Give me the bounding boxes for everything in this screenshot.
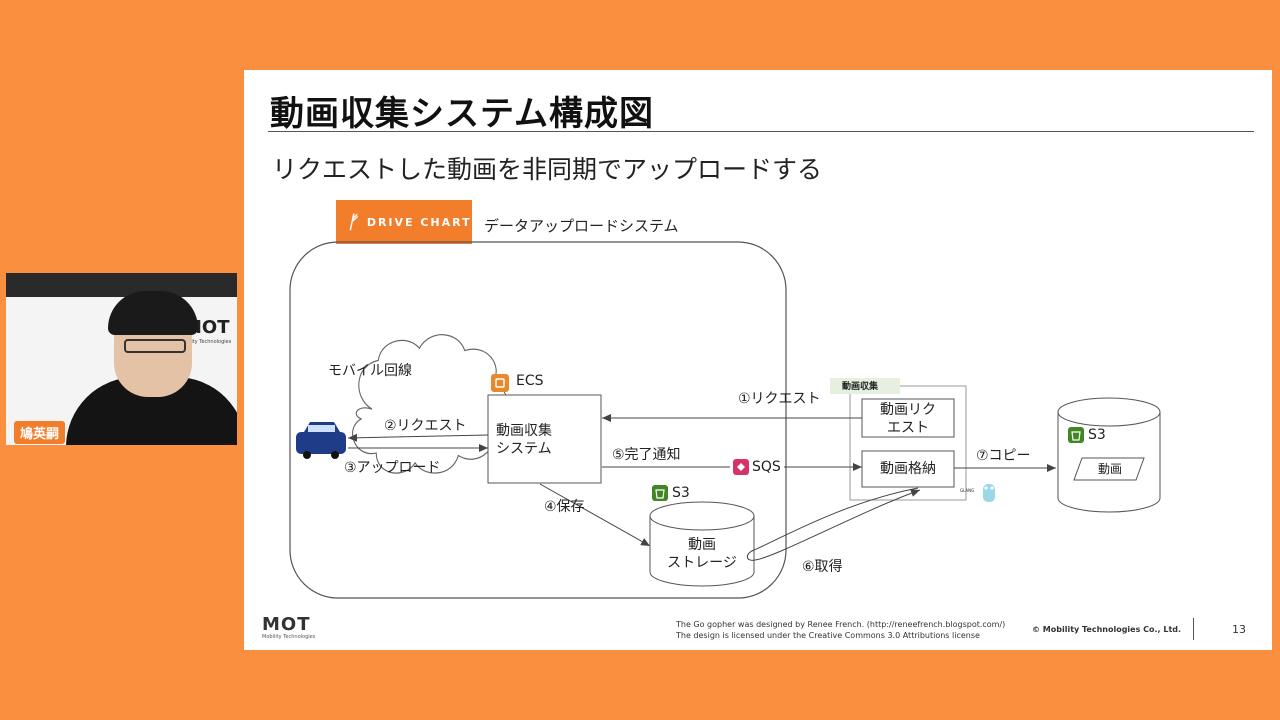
ecs-label: ECS [516, 373, 544, 389]
mobile-network-cloud-icon [352, 334, 508, 474]
footer-mot-logo: MOT [262, 614, 311, 635]
gopher-icon [983, 484, 995, 502]
presenter-glasses [124, 339, 186, 353]
system-caption: データアップロードシステム [484, 217, 679, 235]
request2-label: ②リクエスト [384, 418, 467, 434]
system-boundary [289, 241, 787, 599]
video-store-box [861, 450, 955, 488]
presenter-name-badge: 鳩英嗣 [14, 421, 66, 444]
save4-label: ④保存 [544, 499, 585, 515]
upload3-label: ③アップロード [344, 460, 441, 476]
sqs-icon [733, 459, 749, 475]
webcam-feed: MOT Mobility Technologies 鳩英嗣 [6, 273, 237, 445]
collector-label: 動画収集 システム [496, 422, 556, 458]
mobile-line-label: モバイル回線 [328, 363, 412, 379]
video-collect-group [849, 385, 967, 501]
group-tag-label: 動画収集 [842, 382, 879, 392]
slide-subtitle: リクエストした動画を非同期でアップロードする [272, 155, 823, 184]
sqs-label: SQS [752, 459, 781, 475]
request-box-line2: エスト [887, 420, 929, 436]
gopher-credit: The Go gopher was designed by Renee Fren… [676, 619, 1005, 641]
car-icon [296, 422, 346, 459]
slide: 動画収集システム構成図 リクエストした動画を非同期でアップロードする ᚠ DRI… [244, 70, 1272, 650]
collector-line1: 動画収集 [496, 423, 552, 439]
storage-label: 動画 ストレージ [650, 536, 754, 572]
copyright: © Mobility Technologies Co., Ltd. [1032, 625, 1182, 634]
copy7-label: ⑦コピー [976, 448, 1031, 464]
video-storage-cylinder [649, 501, 755, 587]
s3-right-label: S3 [1088, 427, 1106, 443]
request-box-line1: 動画リク [880, 402, 936, 418]
s3-bucket-cylinder [1057, 397, 1161, 513]
storage-line2: ストレージ [667, 555, 737, 571]
video-request-box [861, 398, 955, 438]
page-number: 13 [1232, 623, 1246, 636]
get6-label: ⑥取得 [802, 559, 843, 575]
notify5-label: ⑤完了通知 [612, 447, 681, 463]
request1-label: ①リクエスト [738, 391, 821, 407]
presenter-hair [108, 291, 198, 335]
footer-divider [1193, 618, 1194, 640]
s3-storage-label: S3 [672, 485, 690, 501]
store-box-label: 動画格納 [880, 461, 936, 477]
gopher-credit-line2: The design is licensed under the Creativ… [676, 631, 980, 640]
golang-tag: GLANG [960, 488, 975, 493]
storage-line1: 動画 [688, 537, 716, 553]
gopher-credit-line1: The Go gopher was designed by Renee Fren… [676, 620, 1006, 629]
s3-right-icon [1068, 427, 1084, 443]
drive-chart-logo-text: DRIVE CHART [366, 215, 472, 229]
request-box-label: 動画リク エスト [862, 401, 954, 437]
ecs-icon [491, 374, 509, 392]
s3-storage-icon [652, 485, 668, 501]
video-collector-box [487, 394, 602, 484]
webcam-topbar [6, 273, 237, 297]
drive-chart-logo: ᚠ DRIVE CHART [336, 200, 472, 244]
architecture-diagram [289, 241, 1161, 599]
collector-line2: システム [496, 441, 552, 457]
title-divider [268, 131, 1254, 132]
slide-title: 動画収集システム構成図 [270, 94, 654, 134]
webcam-mot-sub: Mobility Technologies [178, 339, 232, 345]
video-file-shape [1073, 457, 1145, 481]
footer-mot-sub: Mobility Technologies [262, 634, 316, 640]
video-label: 動画 [1097, 462, 1122, 476]
